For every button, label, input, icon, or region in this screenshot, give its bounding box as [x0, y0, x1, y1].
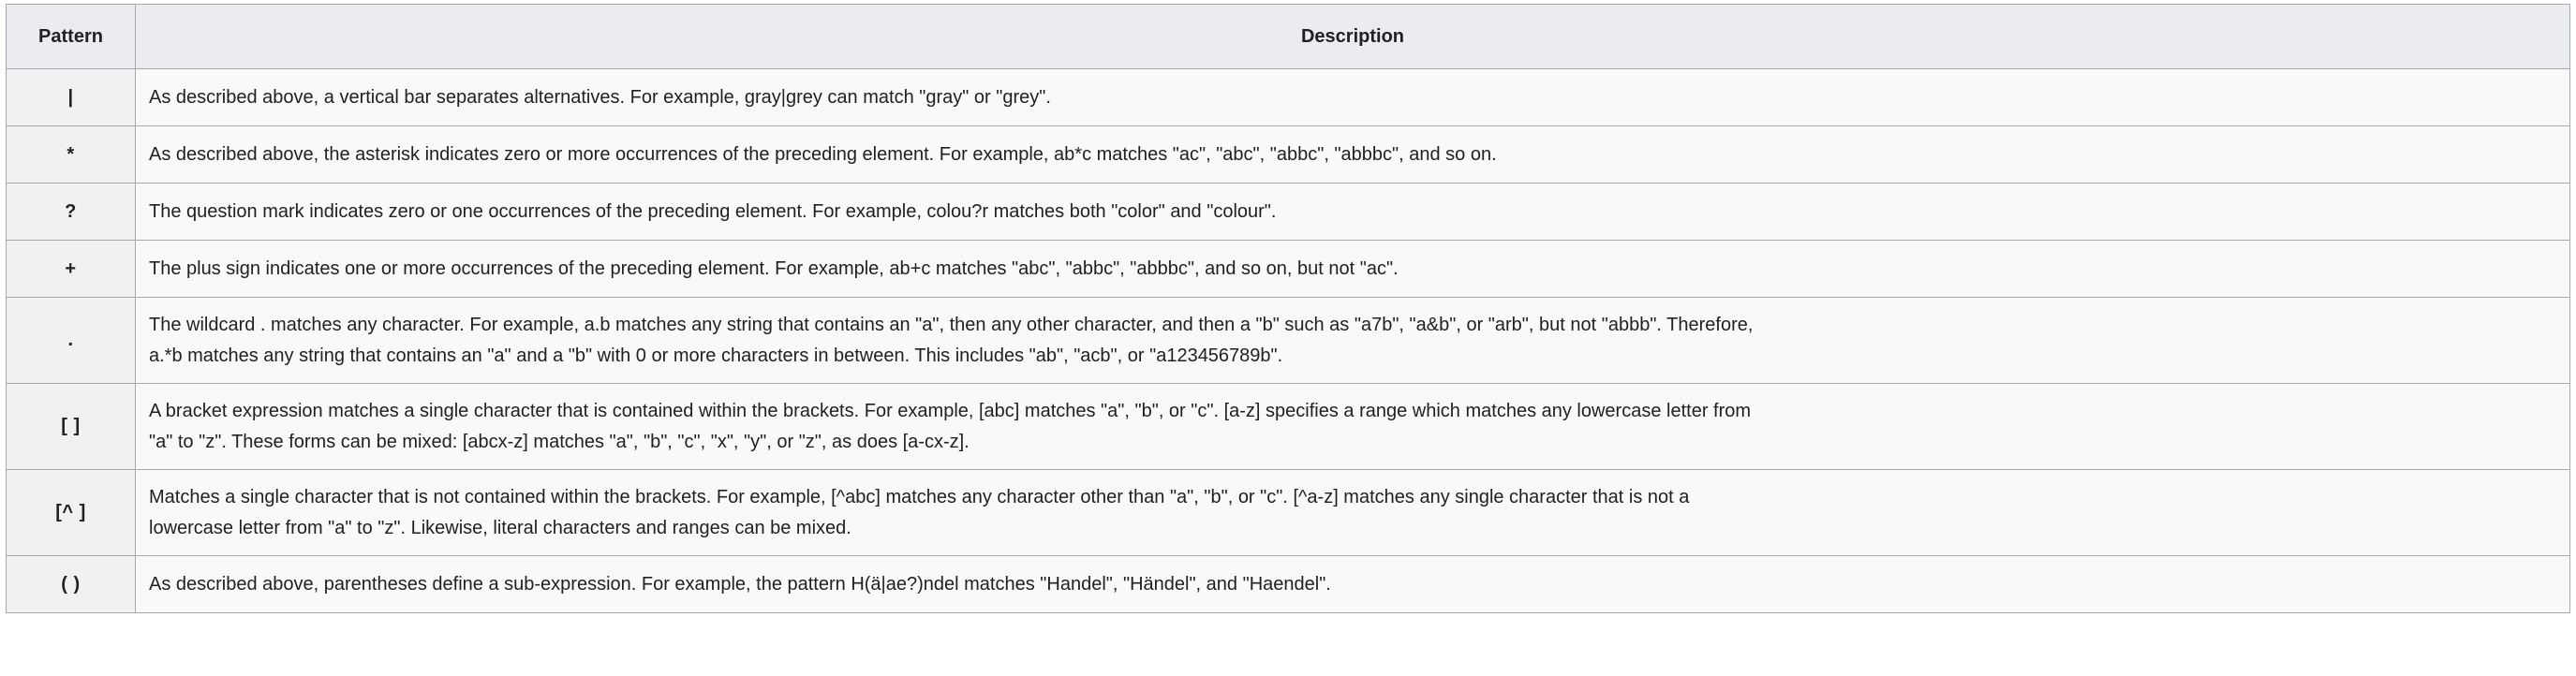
pattern-cell: ( ) [6, 555, 136, 613]
description-line: The question mark indicates zero or one … [149, 200, 1277, 222]
pattern-cell: . [6, 297, 136, 384]
pattern-cell: ? [6, 183, 136, 241]
description-line: As described above, parentheses define a… [149, 573, 1331, 595]
description-line: As described above, the asterisk indicat… [149, 143, 1497, 165]
description-line: The wildcard . matches any character. Fo… [149, 315, 1754, 336]
description-cell: A bracket expression matches a single ch… [135, 383, 2570, 470]
table-row: . The wildcard . matches any character. F… [6, 297, 2570, 384]
pattern-cell: | [6, 68, 136, 126]
regex-pattern-table-container: Pattern Description | As described above,… [6, 4, 2570, 613]
table-row: | As described above, a vertical bar sepa… [6, 68, 2570, 126]
description-line: "a" to "z". These forms can be mixed: [a… [149, 431, 970, 452]
pattern-cell: + [6, 240, 136, 298]
description-cell: The plus sign indicates one or more occu… [135, 240, 2570, 298]
description-line: lowercase letter from "a" to "z". Likewi… [149, 517, 851, 538]
table-row: + The plus sign indicates one or more occ… [6, 240, 2570, 298]
table-row: ( ) As described above, parentheses defin… [6, 555, 2570, 613]
description-line: A bracket expression matches a single ch… [149, 401, 1752, 422]
pattern-cell: [^ ] [6, 469, 136, 556]
description-line: Matches a single character that is not c… [149, 487, 1690, 508]
description-cell: As described above, parentheses define a… [135, 555, 2570, 613]
table-row: * As described above, the asterisk indica… [6, 125, 2570, 184]
description-cell: Matches a single character that is not c… [135, 469, 2570, 556]
description-cell: As described above, a vertical bar separ… [135, 68, 2570, 126]
description-line: The plus sign indicates one or more occu… [149, 257, 1399, 279]
description-cell: As described above, the asterisk indicat… [135, 125, 2570, 184]
column-header-pattern: Pattern [6, 4, 136, 69]
table-header-row: Pattern Description [6, 4, 2570, 69]
regex-pattern-table: Pattern Description | As described above,… [6, 4, 2570, 613]
pattern-cell: [ ] [6, 383, 136, 470]
table-row: [^ ] Matches a single character that is n… [6, 469, 2570, 556]
table-row: [ ] A bracket expression matches a single… [6, 383, 2570, 470]
table-row: ? The question mark indicates zero or one… [6, 183, 2570, 241]
pattern-cell: * [6, 125, 136, 184]
description-cell: The question mark indicates zero or one … [135, 183, 2570, 241]
table-body: | As described above, a vertical bar sepa… [6, 68, 2570, 613]
description-line: a.*b matches any string that contains an… [149, 345, 1283, 366]
description-cell: The wildcard . matches any character. Fo… [135, 297, 2570, 384]
table-header: Pattern Description [6, 4, 2570, 69]
column-header-description: Description [135, 4, 2570, 69]
description-line: As described above, a vertical bar separ… [149, 86, 1051, 108]
